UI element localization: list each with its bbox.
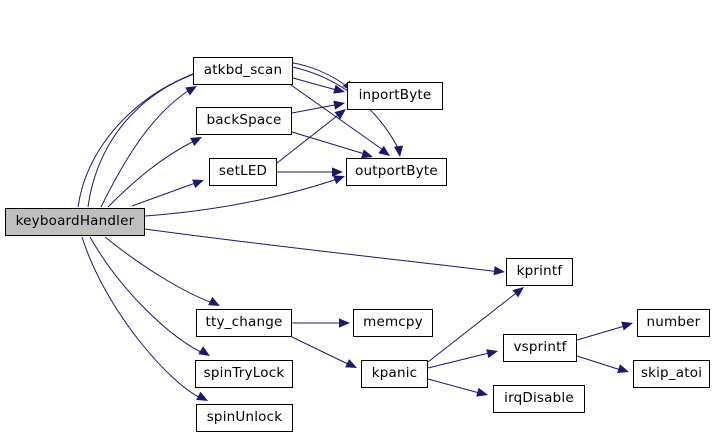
node-label-memcpy: memcpy <box>363 314 423 331</box>
node-setLED[interactable]: setLED <box>209 158 277 186</box>
arrowhead-kpanic-to-irqDisable <box>476 387 488 397</box>
node-label-number: number <box>646 314 701 331</box>
arrowhead-keyboardHandler-to-outportByte <box>333 175 345 185</box>
edge-backSpace-to-outportByte <box>291 131 369 156</box>
edge-keyboardHandler-to-backSpace <box>107 139 197 208</box>
edge-kpanic-to-irqDisable <box>427 378 484 395</box>
node-label-tty_change: tty_change <box>205 314 283 331</box>
arrowhead-vsprintf-to-number <box>621 321 633 331</box>
node-label-irqDisable: irqDisable <box>504 390 574 407</box>
node-atkbd_scan[interactable]: atkbd_scan <box>193 57 293 85</box>
node-irqDisable[interactable]: irqDisable <box>493 385 585 413</box>
node-skip_atoi[interactable]: skip_atoi <box>633 360 710 388</box>
edge-keyboardHandler-to-setLED <box>131 181 199 207</box>
arrowhead-kpanic-to-kprintf <box>512 287 524 298</box>
arrowhead-setLED-to-inportByte <box>334 109 346 120</box>
node-number[interactable]: number <box>637 309 710 337</box>
node-label-kprintf: kprintf <box>516 263 563 280</box>
edge-keyboardHandler-to-outportByte <box>144 177 341 217</box>
arrowhead-keyboardHandler-to-setLED <box>192 179 204 189</box>
edge-keyboardHandler-to-tty_change <box>104 236 216 305</box>
node-inportByte[interactable]: inportByte <box>347 82 443 110</box>
node-outportByte[interactable]: outportByte <box>346 158 447 186</box>
arrowhead-vsprintf-to-skip_atoi <box>617 364 629 373</box>
arrowhead-tty_change-to-kpanic <box>345 359 357 368</box>
arrowhead-keyboardHandler-to-kprintf <box>493 266 505 276</box>
node-label-kpanic: kpanic <box>371 365 418 382</box>
arrowhead-tty_change-to-memcpy <box>339 318 350 328</box>
arrowhead-kpanic-to-vsprintf <box>486 349 498 359</box>
node-label-outportByte: outportByte <box>355 163 438 180</box>
node-spinUnlock[interactable]: spinUnlock <box>196 404 293 432</box>
arrowhead-keyboardHandler-to-atkbd_scan <box>185 86 197 96</box>
node-label-spinTryLock: spinTryLock <box>203 365 285 382</box>
arrowhead-backSpace-to-outportByte <box>361 149 373 159</box>
edge-keyboardHandler-to-kprintf <box>144 228 501 273</box>
node-label-keyboardHandler: keyboardHandler <box>15 213 135 230</box>
arrowhead-atkbd_scan-to-outportByte <box>378 145 390 156</box>
edge-keyboardHandler-to-spinTryLock <box>89 236 206 355</box>
node-label-backSpace: backSpace <box>206 112 282 129</box>
node-keyboardHandler[interactable]: keyboardHandler <box>5 208 145 236</box>
arrowhead-backSpace-to-inportByte <box>333 100 345 110</box>
node-label-skip_atoi: skip_atoi <box>640 365 703 382</box>
edge-vsprintf-to-number <box>576 324 629 341</box>
arrowhead-keyboardHandler-to-spinUnlock <box>196 391 208 401</box>
arrowhead-keyboardHandler-to-tty_change <box>208 296 220 306</box>
arrowhead-keyboardHandler-to-backSpace <box>190 137 202 147</box>
edge-backSpace-to-inportByte <box>291 103 341 114</box>
node-backSpace[interactable]: backSpace <box>196 107 292 135</box>
edge-keyboardHandler-to-atkbd_scan <box>100 88 192 208</box>
arrowhead-setLED-to-outportByte <box>332 167 343 177</box>
edge-atkbd_scan-to-inportByte <box>292 77 341 92</box>
node-label-spinUnlock: spinUnlock <box>206 409 283 426</box>
edge-kpanic-to-vsprintf <box>427 351 494 369</box>
edge-vsprintf-to-skip_atoi <box>576 355 625 372</box>
node-spinTryLock[interactable]: spinTryLock <box>195 360 293 388</box>
node-label-inportByte: inportByte <box>358 87 432 104</box>
arrowhead-atkbd_scan-to-inportByte <box>333 84 345 94</box>
node-label-vsprintf: vsprintf <box>513 339 567 356</box>
edge-tty_change-to-kpanic <box>291 336 353 367</box>
edge-keyboardHandler-to-spinUnlock <box>81 236 204 400</box>
edge-setLED-to-inportByte <box>276 111 343 164</box>
node-tty_change[interactable]: tty_change <box>196 309 292 337</box>
node-vsprintf[interactable]: vsprintf <box>503 334 577 362</box>
edge-kpanic-to-kprintf <box>427 289 521 363</box>
arrowhead-keyboardHandler-to-outportByte <box>393 145 404 157</box>
node-label-atkbd_scan: atkbd_scan <box>203 62 283 79</box>
node-memcpy[interactable]: memcpy <box>353 309 433 337</box>
node-kprintf[interactable]: kprintf <box>506 258 573 286</box>
edge-atkbd_scan-to-outportByte <box>290 84 387 153</box>
arrowhead-keyboardHandler-to-spinTryLock <box>198 346 210 356</box>
node-label-setLED: setLED <box>218 163 268 180</box>
node-kpanic[interactable]: kpanic <box>361 360 428 388</box>
